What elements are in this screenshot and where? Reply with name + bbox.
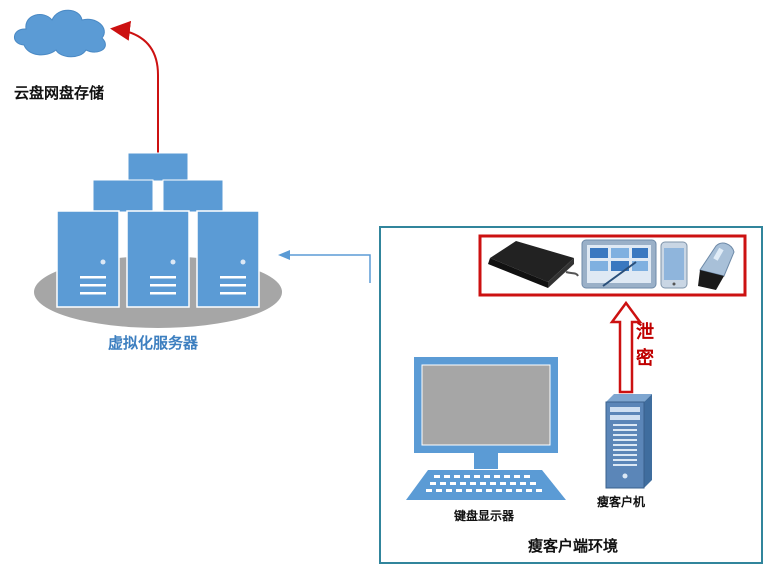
mobile-hard-drive-icon (488, 241, 579, 288)
cloud-icon (14, 9, 106, 58)
leak-label: 泄 密 (636, 320, 654, 372)
monitor-keyboard-icon (406, 357, 566, 500)
thin-client-environment-panel (379, 226, 763, 564)
monitor-keyboard-label: 键盘显示器 (454, 509, 515, 523)
upload-arrow (110, 20, 159, 153)
leak-char-2: 密 (636, 348, 654, 369)
smartphone-icon (660, 241, 688, 289)
connection-arrow (278, 250, 371, 283)
thin-client-environment-label: 瘦客户端环境 (528, 537, 619, 555)
virtual-server-label: 虚拟化服务器 (108, 334, 199, 352)
cloud-storage-label: 云盘网盘存储 (14, 84, 105, 102)
thin-client-label: 瘦客户机 (597, 495, 646, 509)
thin-client-icon (605, 394, 652, 489)
server-cluster-icon (34, 152, 282, 328)
tablet-icon (581, 239, 657, 289)
leak-char-1: 泄 (636, 322, 654, 343)
usb-flash-drive-icon (698, 242, 735, 290)
leak-arrow (609, 300, 643, 394)
